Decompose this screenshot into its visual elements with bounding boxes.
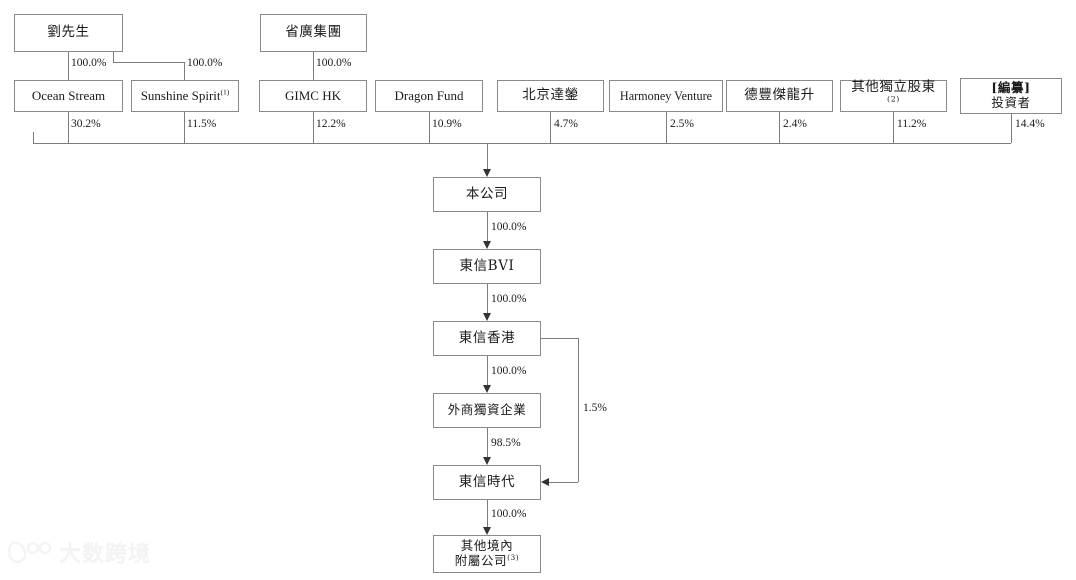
connector-liu-to-sunshine-h bbox=[113, 62, 184, 63]
percent-liu-sunshine-spirit: 100.0% bbox=[187, 57, 223, 69]
node-label: Sunshine Spirit(1) bbox=[140, 88, 230, 104]
node-liu-xiansheng[interactable]: 劉先生 bbox=[14, 14, 123, 52]
placing-investor-text: 投資者 bbox=[991, 95, 1031, 110]
connector-bvi-to-hk bbox=[487, 284, 488, 313]
node-label: 其他獨立股東(2) bbox=[851, 79, 936, 104]
node-label: Harmoney Venture bbox=[619, 88, 713, 103]
node-harmoney-venture[interactable]: Harmoney Venture bbox=[609, 80, 723, 112]
connector-hk-to-times-vertical bbox=[578, 338, 579, 482]
node-beijing-daying[interactable]: 北京達鎣 bbox=[497, 80, 604, 112]
shareholder-bus-line bbox=[33, 143, 1011, 144]
node-gimc-hk[interactable]: GIMC HK bbox=[259, 80, 367, 112]
node-label: Ocean Stream bbox=[31, 88, 106, 104]
node-label: 東信BVI bbox=[459, 257, 515, 274]
node-other-independent-shareholders[interactable]: 其他獨立股東(2) bbox=[840, 79, 947, 112]
arrow-times-to-domestic bbox=[483, 527, 491, 535]
drop-dragon-fund bbox=[429, 112, 430, 143]
node-dongxin-hongkong[interactable]: 東信香港 bbox=[433, 321, 541, 356]
bus-left-stub bbox=[33, 132, 34, 143]
node-defeng-jielongsheng[interactable]: 德豐傑龍升 bbox=[726, 80, 833, 112]
percent-bvi-to-hk: 100.0% bbox=[491, 293, 527, 305]
node-label: GIMC HK bbox=[285, 88, 341, 104]
percent-other-independent: 11.2% bbox=[897, 118, 927, 130]
watermark-text: 大数跨境 bbox=[59, 542, 152, 567]
drop-other-independent bbox=[893, 112, 894, 143]
node-label: 北京達鎣 bbox=[522, 87, 579, 104]
arrow-bus-to-company bbox=[483, 169, 491, 177]
footnote-marker: (1) bbox=[220, 88, 230, 97]
node-label: 劉先生 bbox=[47, 24, 90, 41]
arrow-company-to-bvi bbox=[483, 241, 491, 249]
node-sunshine-spirit[interactable]: Sunshine Spirit(1) bbox=[131, 80, 239, 112]
percent-sunshine-spirit: 11.5% bbox=[187, 118, 217, 130]
connector-liu-to-sunshine-v2 bbox=[184, 62, 185, 80]
percent-dragon-fund: 10.9% bbox=[432, 118, 462, 130]
node-shengguang-group[interactable]: 省廣集團 bbox=[260, 14, 367, 52]
connector-hk-to-times-bottom bbox=[549, 482, 578, 483]
connector-hk-to-wfoe bbox=[487, 356, 488, 385]
percent-company-to-bvi: 100.0% bbox=[491, 221, 527, 233]
node-label: 東信時代 bbox=[458, 473, 516, 490]
drop-placing-investors bbox=[1011, 114, 1012, 143]
node-label: 省廣集團 bbox=[285, 24, 342, 41]
arrow-hk-to-times bbox=[541, 478, 549, 486]
drop-beijing-daying bbox=[550, 112, 551, 143]
percent-hk-to-wfoe: 100.0% bbox=[491, 365, 527, 377]
drop-gimc-hk bbox=[313, 112, 314, 143]
connector-wfoe-to-times bbox=[487, 428, 488, 457]
node-label: Dragon Fund bbox=[394, 88, 464, 104]
drop-defeng bbox=[779, 112, 780, 143]
watermark: 大数跨境 bbox=[8, 536, 151, 568]
percent-wfoe-to-times: 98.5% bbox=[491, 437, 521, 449]
percent-placing-investors: 14.4% bbox=[1015, 118, 1045, 130]
percent-liu-ocean-stream: 100.0% bbox=[71, 57, 107, 69]
node-dongxin-times[interactable]: 東信時代 bbox=[433, 465, 541, 500]
connector-liu-to-sunshine-v1 bbox=[113, 52, 114, 62]
node-label: 東信香港 bbox=[458, 329, 516, 346]
percent-times-to-domestic: 100.0% bbox=[491, 508, 527, 520]
footnote-marker: (3) bbox=[507, 552, 520, 562]
node-dongxin-bvi[interactable]: 東信BVI bbox=[433, 249, 541, 284]
connector-company-to-bvi bbox=[487, 212, 488, 241]
percent-harmoney-venture: 2.5% bbox=[670, 118, 694, 130]
node-the-company[interactable]: 本公司 bbox=[433, 177, 541, 212]
percent-shengguang-gimc: 100.0% bbox=[316, 57, 352, 69]
arrow-hk-to-wfoe bbox=[483, 385, 491, 393]
drop-ocean-stream bbox=[68, 112, 69, 143]
node-ocean-stream[interactable]: Ocean Stream bbox=[14, 80, 123, 112]
node-label: [編纂] 投資者 bbox=[987, 80, 1034, 111]
node-other-domestic-subsidiaries[interactable]: 其他境內 附屬公司(3) bbox=[433, 535, 541, 573]
percent-beijing-daying: 4.7% bbox=[554, 118, 578, 130]
connector-times-to-domestic bbox=[487, 500, 488, 527]
percent-ocean-stream: 30.2% bbox=[71, 118, 101, 130]
connector-bus-to-company bbox=[487, 143, 488, 169]
node-label: 其他境內 附屬公司(3) bbox=[454, 538, 520, 568]
node-label: 德豐傑龍升 bbox=[744, 87, 815, 104]
node-dragon-fund[interactable]: Dragon Fund bbox=[375, 80, 483, 112]
connector-shengguang-to-gimc bbox=[313, 52, 314, 80]
node-label: 外商獨資企業 bbox=[447, 402, 527, 418]
percent-gimc-hk: 12.2% bbox=[316, 118, 346, 130]
arrow-wfoe-to-times bbox=[483, 457, 491, 465]
node-placing-investors[interactable]: [編纂] 投資者 bbox=[960, 78, 1062, 114]
connector-hk-to-times-top bbox=[541, 338, 578, 339]
footnote-marker: (2) bbox=[887, 94, 900, 104]
connector-liu-to-ocean-stream bbox=[68, 52, 69, 80]
drop-sunshine-spirit bbox=[184, 112, 185, 143]
percent-hk-to-times: 1.5% bbox=[583, 402, 607, 414]
dashu-logo-icon bbox=[8, 541, 52, 564]
placing-bracket-text: [編纂] bbox=[991, 80, 1031, 96]
node-label: 本公司 bbox=[465, 185, 509, 202]
percent-defeng: 2.4% bbox=[783, 118, 807, 130]
drop-harmoney-venture bbox=[666, 112, 667, 143]
arrow-bvi-to-hk bbox=[483, 313, 491, 321]
node-wfoe[interactable]: 外商獨資企業 bbox=[433, 393, 541, 428]
